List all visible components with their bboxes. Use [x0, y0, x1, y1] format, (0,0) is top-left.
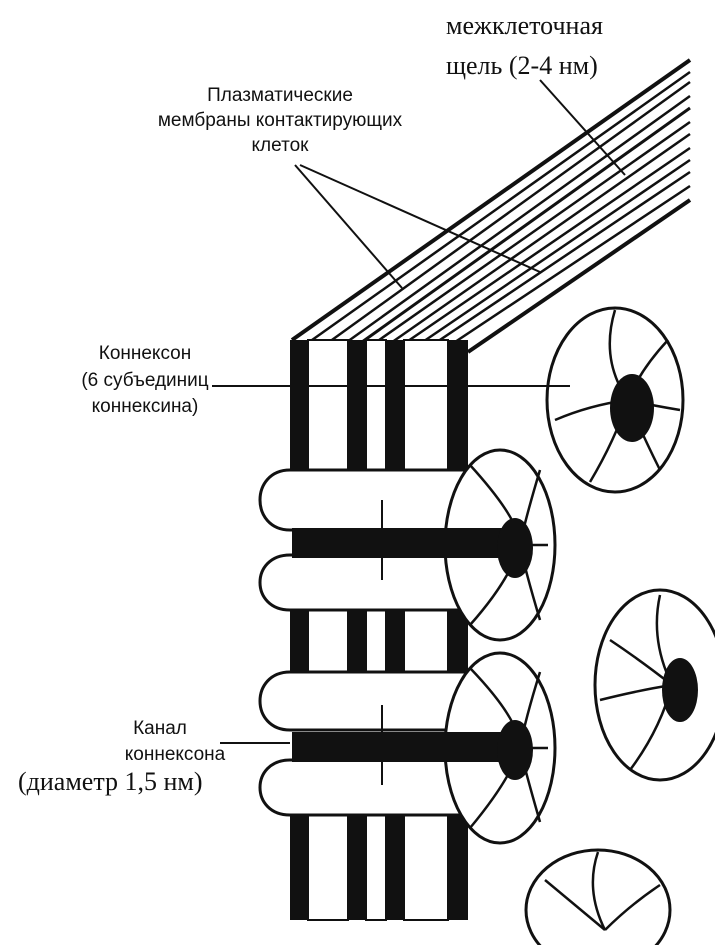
- label-connexon-line2: (6 субъединиц: [81, 370, 209, 391]
- label-connexon-line1: Коннексон: [98, 343, 192, 364]
- connexon-top-view: [545, 306, 685, 494]
- label-channel-line1: Канал: [133, 718, 187, 739]
- label-intercellular-gap-line2: щель (2-4 нм): [446, 51, 598, 80]
- label-membranes-line1: Плазматические: [207, 85, 353, 106]
- membrane-cross-section: [290, 339, 468, 921]
- leader-lines: [212, 79, 626, 744]
- connexon-pair-upper: [258, 448, 557, 642]
- label-channel-line3: (диаметр 1,5 нм): [18, 767, 203, 796]
- label-membranes-line3: клеток: [251, 135, 309, 156]
- connexon-pair-lower: [258, 651, 557, 845]
- label-channel-line2: коннексона: [124, 744, 226, 765]
- label-intercellular-gap-line1: межклеточная: [446, 11, 603, 40]
- label-connexon-line3: коннексина): [91, 396, 199, 417]
- connexon-partial-right: [593, 588, 715, 782]
- membrane-ribbon: [290, 58, 692, 354]
- label-membranes-line2: мембраны контактирующих: [157, 110, 403, 131]
- connexon-partial-bottom: [524, 848, 672, 945]
